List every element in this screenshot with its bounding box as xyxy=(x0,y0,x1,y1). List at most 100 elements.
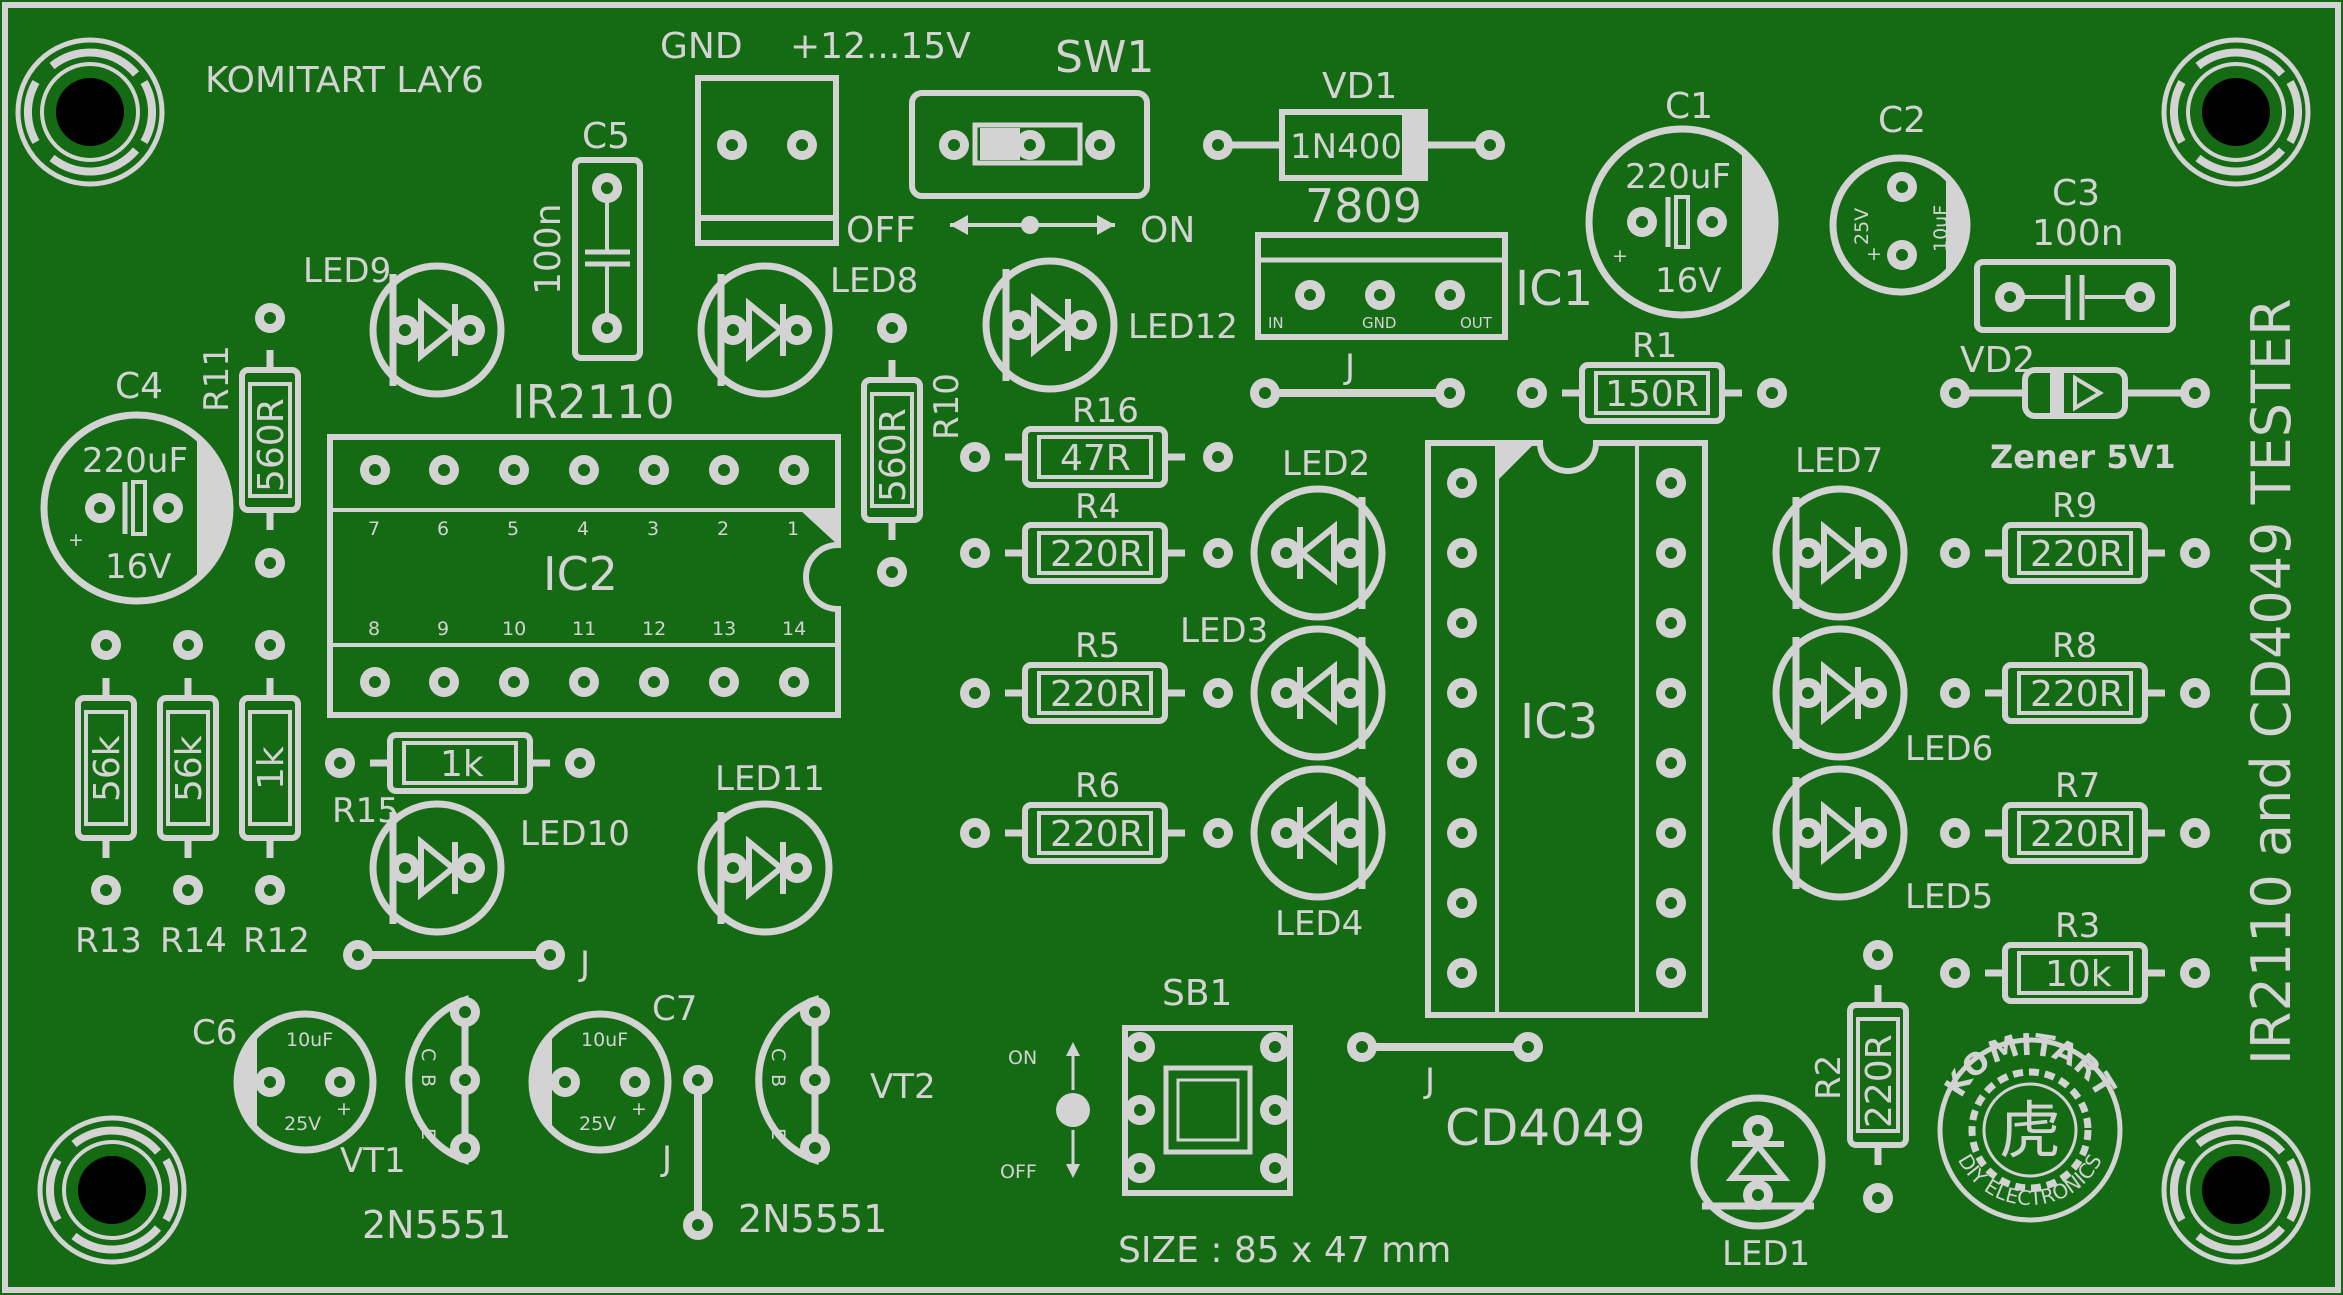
switch-on-label: ON xyxy=(1140,210,1195,251)
transistor-vt1 xyxy=(405,995,480,1165)
ic2-pin-2: 2 xyxy=(717,518,729,540)
switch-ref: SW1 xyxy=(1055,32,1154,83)
capacitor-c2 xyxy=(1829,154,1971,296)
regulator-ref: IC1 xyxy=(1515,261,1593,317)
ic3-name: CD4049 xyxy=(1445,1099,1646,1157)
vd1-ref: VD1 xyxy=(1322,66,1397,107)
ic2-pin-14: 14 xyxy=(782,618,806,640)
led1-label: LED1 xyxy=(1722,1234,1810,1274)
gnd-label: GND xyxy=(660,26,743,67)
ic2-pin-7: 7 xyxy=(368,518,380,540)
led3-label: LED3 xyxy=(1180,611,1268,651)
led8-label: LED8 xyxy=(830,261,918,301)
r11-ref: R11 xyxy=(197,345,237,412)
regulator-name: 7809 xyxy=(1305,179,1422,233)
ic2-pin-13: 13 xyxy=(712,618,736,640)
r5-ref: R5 xyxy=(1075,626,1120,666)
ic2-ref: IC2 xyxy=(543,547,618,601)
vplus-label: +12...15V xyxy=(790,26,971,67)
c1-value: 220uF xyxy=(1625,157,1731,197)
jumper-mid-label: J xyxy=(1423,1061,1435,1101)
c1-voltage: 16V xyxy=(1655,261,1722,301)
vt2-pin-e: E xyxy=(767,1128,789,1140)
ic2-pin-4: 4 xyxy=(577,518,589,540)
c2-value: 10uF xyxy=(1930,205,1952,252)
jumper-top-label: J xyxy=(1343,347,1355,387)
led11-label: LED11 xyxy=(715,759,825,799)
r6-ref: R6 xyxy=(1075,766,1120,806)
led7-label: LED7 xyxy=(1795,441,1883,481)
jumper-top xyxy=(1250,378,1465,408)
capacitor-c4 xyxy=(40,411,234,605)
r2-ref: R2 xyxy=(1809,1055,1849,1100)
c5-value: 100n xyxy=(528,203,569,295)
c3-ref: C3 xyxy=(2052,173,2100,214)
capacitor-c1 xyxy=(1585,125,1779,319)
capacitor-c3 xyxy=(1974,259,2176,333)
r6-value: 220R xyxy=(1050,814,1144,855)
r16-value: 47R xyxy=(1060,438,1131,479)
vt2-pin-b: B xyxy=(767,1074,789,1087)
board-title: KOMITART LAY6 xyxy=(205,60,484,101)
c2-ref: C2 xyxy=(1878,100,1926,141)
r3-ref: R3 xyxy=(2055,906,2100,946)
transistor-vt2 xyxy=(755,995,830,1165)
r9-ref: R9 xyxy=(2052,486,2097,526)
c2-voltage: 25V xyxy=(1851,208,1873,245)
capacitor-c5 xyxy=(572,157,643,361)
led5-label: LED5 xyxy=(1905,877,1993,917)
regulator-pin-in: IN xyxy=(1268,314,1284,332)
ic2-pin-9: 9 xyxy=(437,618,449,640)
ic2-pin-5: 5 xyxy=(507,518,519,540)
r16-ref: R16 xyxy=(1072,391,1139,431)
c1-ref: C1 xyxy=(1665,86,1713,127)
ic2-pin-12: 12 xyxy=(642,618,666,640)
vt1-ref: VT1 xyxy=(340,1141,406,1181)
vd2-ref: VD2 xyxy=(1960,340,2035,381)
vertical-title: IR2110 and CD4049 TESTER xyxy=(2240,298,2303,1065)
c6-polarity: + xyxy=(336,1098,352,1120)
r1-value: 150R xyxy=(1605,374,1699,415)
c2-polarity: + xyxy=(1866,243,1882,265)
c5-ref: C5 xyxy=(582,116,630,157)
regulator-ic1 xyxy=(1255,232,1508,340)
r14-ref: R14 xyxy=(160,921,227,961)
led12-label: LED12 xyxy=(1128,307,1238,347)
r15-value: 1k xyxy=(440,744,484,785)
c4-polarity: + xyxy=(68,529,84,551)
vt2-ref: VT2 xyxy=(870,1067,936,1107)
vd1-value: 1N4007 xyxy=(1290,127,1424,167)
button-on-label: ON xyxy=(1008,1047,1037,1069)
button-off-label: OFF xyxy=(1000,1161,1037,1183)
capacitor-c6 xyxy=(233,1010,377,1154)
r4-ref: R4 xyxy=(1075,487,1120,527)
vd2-value: Zener 5V1 xyxy=(1990,438,2176,476)
c4-ref: C4 xyxy=(115,366,163,407)
ic2-pin-6: 6 xyxy=(437,518,449,540)
regulator-pin-out: OUT xyxy=(1460,314,1493,332)
jumper-vertical xyxy=(683,1065,713,1240)
c6-ref: C6 xyxy=(192,1013,237,1053)
r11-value: 560R xyxy=(251,398,292,492)
c6-value: 10uF xyxy=(286,1029,333,1051)
c4-value: 220uF xyxy=(82,441,188,481)
c3-value: 100n xyxy=(2032,213,2124,254)
zener-vd2 xyxy=(1940,367,2210,419)
r4-value: 220R xyxy=(1050,534,1144,575)
vt2-type: 2N5551 xyxy=(738,1197,887,1241)
r8-value: 220R xyxy=(2030,674,2124,715)
vt1-pin-e: E xyxy=(417,1128,439,1140)
r13-value: 56k xyxy=(87,735,128,802)
led10-label: LED10 xyxy=(520,814,630,854)
r2-value: 220R xyxy=(1859,1034,1900,1128)
c6-voltage: 25V xyxy=(284,1113,321,1135)
c1-polarity: + xyxy=(1612,245,1628,267)
vt2-pin-c: C xyxy=(767,1048,789,1061)
power-terminal xyxy=(695,75,839,246)
r9-value: 220R xyxy=(2030,534,2124,575)
led2-label: LED2 xyxy=(1282,444,1370,484)
r10-ref: R10 xyxy=(927,373,967,440)
r8-ref: R8 xyxy=(2052,626,2097,666)
